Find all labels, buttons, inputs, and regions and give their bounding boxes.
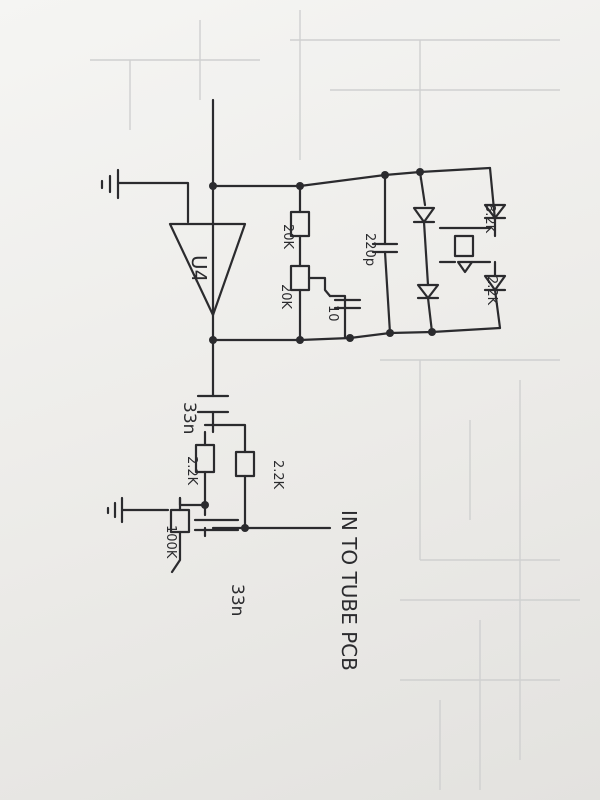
capacitor-33n-output bbox=[193, 518, 240, 532]
capacitor-33n-coupling-label: 33n bbox=[179, 402, 199, 434]
capacitor-220p-label: 220p bbox=[362, 233, 377, 266]
capacitor-33n-output-label: 33n bbox=[227, 584, 247, 616]
resistor-20k-a bbox=[289, 184, 332, 342]
resistor-2k2-a bbox=[194, 443, 216, 474]
capacitor-10-label: 10 bbox=[325, 305, 340, 322]
signal-wires bbox=[116, 98, 502, 574]
resistor-20k-a-label: 20K bbox=[280, 224, 295, 250]
resistor-2k2-b bbox=[234, 450, 256, 478]
opamp-label: U4 bbox=[187, 255, 211, 282]
resistor-2k2-b-label: 2.2K bbox=[270, 460, 285, 490]
resistor-2k2-diode-label: 2.2K bbox=[484, 276, 499, 306]
resistor-2k2-a-label: 2.2K bbox=[184, 456, 199, 486]
opamp-u4 bbox=[168, 222, 247, 317]
capacitor-10 bbox=[328, 294, 362, 340]
diode-network bbox=[412, 170, 507, 334]
resistor-100k-label: 100K bbox=[163, 525, 178, 559]
capacitor-33n-coupling bbox=[196, 394, 230, 414]
show-through-lines bbox=[90, 10, 580, 790]
resistor-8k2-label: 8.2K bbox=[482, 204, 497, 234]
capacitor-220p bbox=[371, 173, 399, 335]
ground-symbol-top bbox=[100, 168, 120, 200]
resistor-100k bbox=[169, 508, 191, 534]
junction-dots bbox=[201, 168, 436, 532]
resistor-20k-b-label: 20K bbox=[278, 284, 293, 310]
output-label: IN TO TUBE PCB bbox=[337, 510, 361, 671]
ground-symbol-bottom bbox=[106, 496, 124, 524]
